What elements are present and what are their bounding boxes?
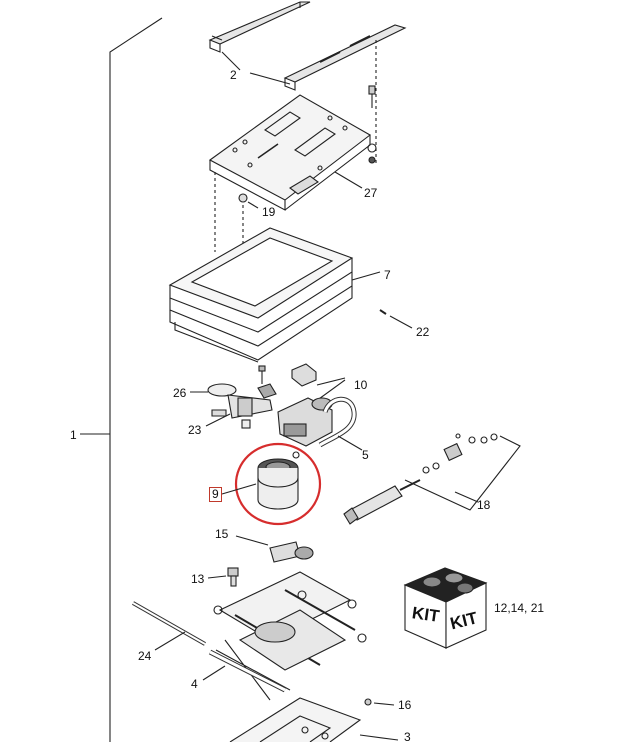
assembly-bracket [109, 17, 163, 742]
part-5-compressor [277, 396, 363, 459]
callout-18: 18 [477, 498, 491, 512]
part-19-screw [238, 193, 259, 209]
callout-16: 16 [398, 698, 412, 712]
callout-kit-parts: 12,14, 21 [494, 601, 545, 615]
callout-27: 27 [364, 186, 378, 200]
callout-24: 24 [138, 649, 152, 663]
part-10-caps [291, 363, 346, 412]
callout-9: 9 [209, 487, 222, 502]
callout-5: 5 [362, 448, 369, 462]
kit-box [403, 567, 488, 649]
callout-26: 26 [173, 386, 187, 400]
part-9-highlight-circle [234, 442, 322, 526]
part-7-bellows-boot [168, 227, 381, 363]
callout-4: 4 [191, 677, 198, 691]
kit-face-left: KIT [411, 603, 441, 626]
part-13-bolt [207, 567, 239, 587]
part-16-screw [364, 698, 395, 706]
part-27-mounting-plate [208, 94, 371, 211]
callout-1: 1 [70, 428, 77, 442]
hardware-bolt-top [367, 40, 377, 165]
part-18-shock-absorber [343, 433, 521, 525]
scissor-frame [213, 571, 367, 701]
part-26-valve-assembly [190, 365, 277, 429]
callout-23: 23 [188, 423, 202, 437]
part-4-shaft [202, 649, 287, 693]
part-3-base-plate [229, 697, 399, 742]
callout-7: 7 [384, 268, 391, 282]
callout-13: 13 [191, 572, 205, 586]
callout-19: 19 [262, 205, 276, 219]
callout-22: 22 [416, 325, 430, 339]
callout-15: 15 [215, 527, 229, 541]
callout-2: 2 [230, 68, 237, 82]
part-2-slide-rails [208, 1, 407, 91]
callout-3: 3 [404, 730, 411, 744]
part-22-pin [379, 309, 413, 329]
part-15-bushing [235, 535, 314, 563]
callout-10: 10 [354, 378, 368, 392]
part-24-rod [132, 601, 206, 651]
part-9-air-spring [221, 458, 299, 510]
